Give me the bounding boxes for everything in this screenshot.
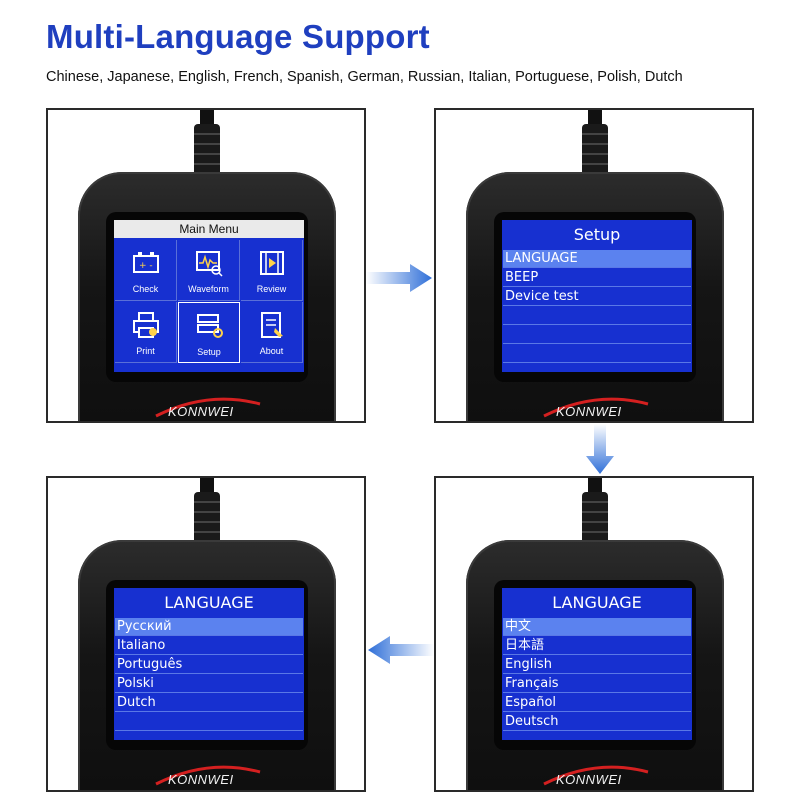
device-body: LANGUAGE 中文 日本語 English Français Español…: [466, 540, 724, 790]
screen-title: Setup: [573, 225, 621, 244]
document-icon: [261, 312, 283, 338]
tile-label: Setup: [197, 347, 221, 357]
menu-row-empty: [503, 307, 691, 325]
language-row[interactable]: Español: [503, 694, 691, 712]
tile-label: Review: [256, 284, 287, 294]
cable-icon: [194, 478, 220, 550]
printer-icon: [133, 312, 159, 338]
battery-check-icon: + -: [133, 252, 159, 273]
panel-main-menu: Main Menu + - Check Waveform Review Prin…: [46, 108, 366, 423]
tile-label: Check: [132, 284, 159, 294]
cable-icon: [582, 478, 608, 550]
brand-swoosh-icon: [155, 397, 261, 418]
language-row[interactable]: Polski: [115, 675, 303, 693]
language-row[interactable]: Deutsch: [503, 713, 691, 731]
brand-swoosh-icon: [543, 765, 649, 786]
language-row[interactable]: Français: [503, 675, 691, 693]
language-row[interactable]: 日本語: [503, 637, 691, 655]
panel-setup: Setup LANGUAGE BEEP Device test KONNWEI: [434, 108, 754, 423]
menu-tile-waveform[interactable]: Waveform: [178, 240, 240, 301]
tile-label: Waveform: [188, 284, 229, 294]
cable-icon: [582, 110, 608, 182]
panel-language-page2: LANGUAGE Русский Italiano Português Pols…: [46, 476, 366, 792]
brand-swoosh-icon: [155, 765, 261, 786]
cable-icon: [194, 110, 220, 182]
language-row[interactable]: Dutch: [115, 694, 303, 712]
menu-tile-about[interactable]: About: [241, 302, 303, 363]
language-row[interactable]: Русский: [115, 618, 303, 636]
brand-logo: KONNWEI: [556, 404, 622, 419]
device-screen: LANGUAGE 中文 日本語 English Français Español…: [502, 588, 692, 740]
menu-row-language[interactable]: LANGUAGE: [503, 250, 691, 268]
menu-row-empty: [115, 713, 303, 731]
device-screen: Setup LANGUAGE BEEP Device test: [502, 220, 692, 372]
arrow-left-icon: [368, 636, 434, 664]
page-title: Multi-Language Support: [46, 18, 430, 55]
menu-row-empty: [503, 345, 691, 363]
language-row[interactable]: Italiano: [115, 637, 303, 655]
waveform-icon: [196, 251, 223, 277]
language-row[interactable]: 中文: [503, 618, 691, 636]
device-screen: LANGUAGE Русский Italiano Português Pols…: [114, 588, 304, 740]
device-body: Main Menu + - Check Waveform Review Prin…: [78, 172, 336, 421]
language-row[interactable]: English: [503, 656, 691, 674]
arrow-down-icon: [586, 424, 614, 474]
device-body: LANGUAGE Русский Italiano Português Pols…: [78, 540, 336, 790]
menu-row-device-test[interactable]: Device test: [503, 288, 691, 306]
menu-tile-setup[interactable]: Setup: [178, 302, 240, 363]
screen-title: LANGUAGE: [164, 593, 254, 612]
device-body: Setup LANGUAGE BEEP Device test KONNWEI: [466, 172, 724, 421]
screen-title: LANGUAGE: [552, 593, 642, 612]
tile-label: Print: [136, 346, 155, 356]
menu-row-beep[interactable]: BEEP: [503, 269, 691, 287]
arrow-right-icon: [366, 264, 432, 292]
film-icon: [260, 251, 284, 275]
brand-logo: KONNWEI: [168, 404, 234, 419]
menu-tile-print[interactable]: Print: [115, 302, 177, 363]
device-screen: Main Menu + - Check Waveform Review Prin…: [114, 220, 304, 372]
brand-logo: KONNWEI: [556, 772, 622, 787]
main-menu-title: Main Menu: [114, 220, 304, 238]
menu-row-empty: [503, 326, 691, 344]
brand-logo: KONNWEI: [168, 772, 234, 787]
menu-tile-review[interactable]: Review: [241, 240, 303, 301]
setup-icon: [197, 314, 223, 338]
menu-tile-check[interactable]: + - Check: [115, 240, 177, 301]
panel-language-page1: LANGUAGE 中文 日本語 English Français Español…: [434, 476, 754, 792]
tile-label: About: [259, 346, 284, 356]
language-row[interactable]: Português: [115, 656, 303, 674]
page-subtitle: Chinese, Japanese, English, French, Span…: [46, 69, 683, 85]
svg-text:+ -: + -: [139, 261, 153, 271]
brand-swoosh-icon: [543, 397, 649, 418]
